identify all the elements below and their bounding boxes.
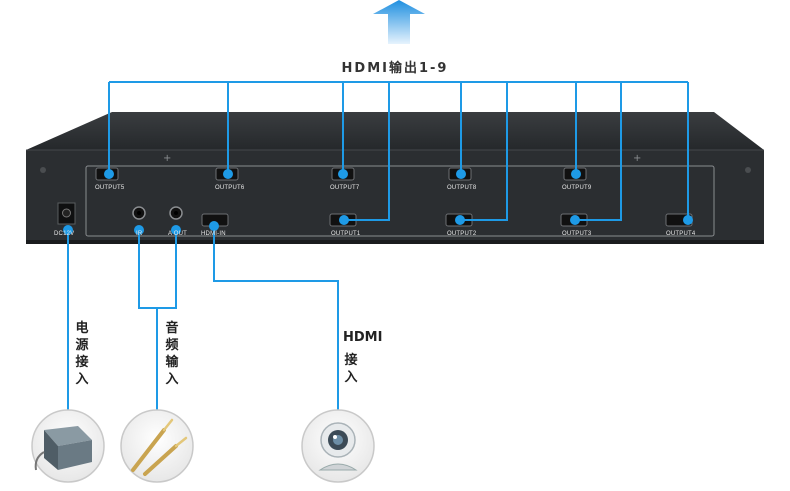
power-adapter-icon bbox=[31, 409, 105, 483]
input-connection-dots bbox=[63, 221, 219, 235]
svg-text:+: + bbox=[163, 153, 171, 164]
port-label-output9: OUTPUT9 bbox=[562, 185, 592, 191]
port-label-output5: OUTPUT5 bbox=[95, 185, 125, 191]
up-arrow-icon bbox=[373, 0, 425, 44]
port-label-aout: A OUT bbox=[168, 231, 188, 237]
power-jack bbox=[57, 202, 76, 225]
port-label-hdmi-in: HDMI-IN bbox=[201, 231, 226, 237]
hdmi-input-label: HDMI bbox=[343, 330, 383, 345]
power-input-label: 电源接入 bbox=[75, 321, 89, 387]
audio-cable-icon bbox=[120, 409, 194, 483]
device-chassis: + + bbox=[26, 112, 764, 244]
svg-text:+: + bbox=[633, 153, 641, 164]
port-label-ir: IR bbox=[136, 231, 143, 237]
port-label-output3: OUTPUT3 bbox=[562, 231, 592, 237]
port-label-output4: OUTPUT4 bbox=[666, 231, 696, 237]
hdmi-output-title: HDMI输出1-9 bbox=[341, 61, 449, 76]
aout-jack bbox=[169, 206, 183, 220]
output-connection-lines bbox=[108, 81, 689, 221]
port-label-output2: OUTPUT2 bbox=[447, 231, 477, 237]
hdmi-input-sublabel: 接入 bbox=[344, 353, 358, 385]
input-connection-lines bbox=[67, 226, 339, 410]
port-label-output1: OUTPUT1 bbox=[331, 231, 361, 237]
port-label-output7: OUTPUT7 bbox=[330, 185, 360, 191]
port-label-output6: OUTPUT6 bbox=[215, 185, 245, 191]
port-label-power: DC12V bbox=[54, 231, 75, 237]
audio-input-label: 音频输入 bbox=[165, 321, 179, 387]
port-label-output8: OUTPUT8 bbox=[447, 185, 477, 191]
output-connection-dots bbox=[104, 169, 693, 225]
hdmi-camera-icon bbox=[301, 409, 375, 483]
ir-jack bbox=[132, 206, 146, 220]
